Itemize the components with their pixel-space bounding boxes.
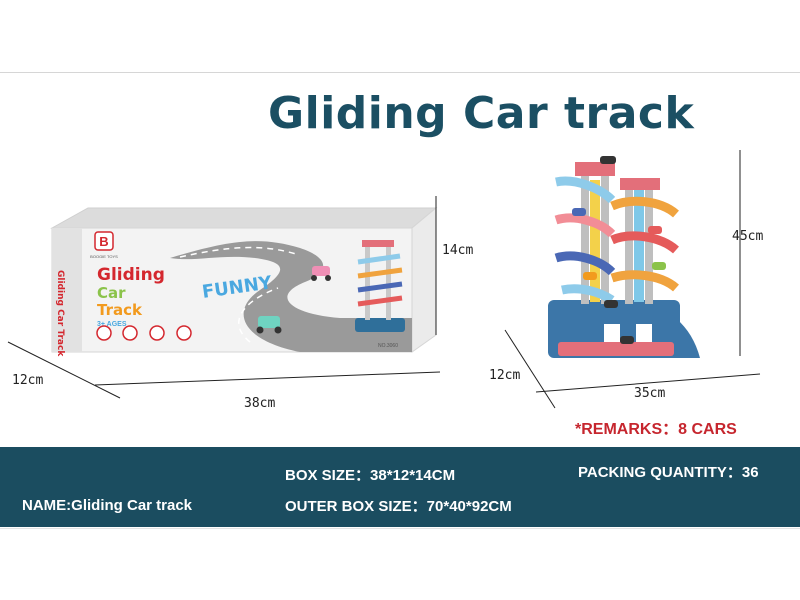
box-name-line3: Track xyxy=(97,301,143,319)
box-width-label: 38cm xyxy=(244,396,276,411)
remarks-text: *REMARKS：8 CARS xyxy=(575,421,737,438)
info-band: NAME:Gliding Car track BOX SIZE：38*12*14… xyxy=(0,447,800,527)
durable-icon xyxy=(149,325,165,341)
box-depth-label: 12cm xyxy=(12,373,44,388)
feature-icon xyxy=(176,325,192,341)
safety-icon xyxy=(96,325,112,341)
brand-tag: BOOGIE TOYS xyxy=(90,254,118,259)
outer-box-size: OUTER BOX SIZE：70*40*92CM xyxy=(285,498,512,515)
box-size: BOX SIZE：38*12*14CM xyxy=(285,467,456,484)
box-side-text: Gliding Car Track xyxy=(55,270,65,357)
product-height-label: 45cm xyxy=(732,229,764,244)
bottom-divider xyxy=(0,528,800,529)
smooth-icon xyxy=(122,325,138,341)
product-width-label: 35cm xyxy=(634,386,666,401)
top-divider xyxy=(0,72,800,73)
packing-quantity: PACKING QUANTITY：36 xyxy=(578,464,759,481)
box-name-line1: Gliding xyxy=(97,265,165,285)
brand-mark: B xyxy=(99,234,108,249)
brand-logo-icon xyxy=(94,231,114,251)
page-title: Gliding Car track xyxy=(268,88,695,139)
box-model-code: NO.3060 xyxy=(378,343,398,349)
box-height-label: 14cm xyxy=(442,243,474,258)
product-depth-label: 12cm xyxy=(489,368,521,383)
product-name: NAME:Gliding Car track xyxy=(22,497,193,514)
box-ages: 3+ AGES xyxy=(97,321,127,328)
box-name-line2: Car xyxy=(97,284,126,302)
